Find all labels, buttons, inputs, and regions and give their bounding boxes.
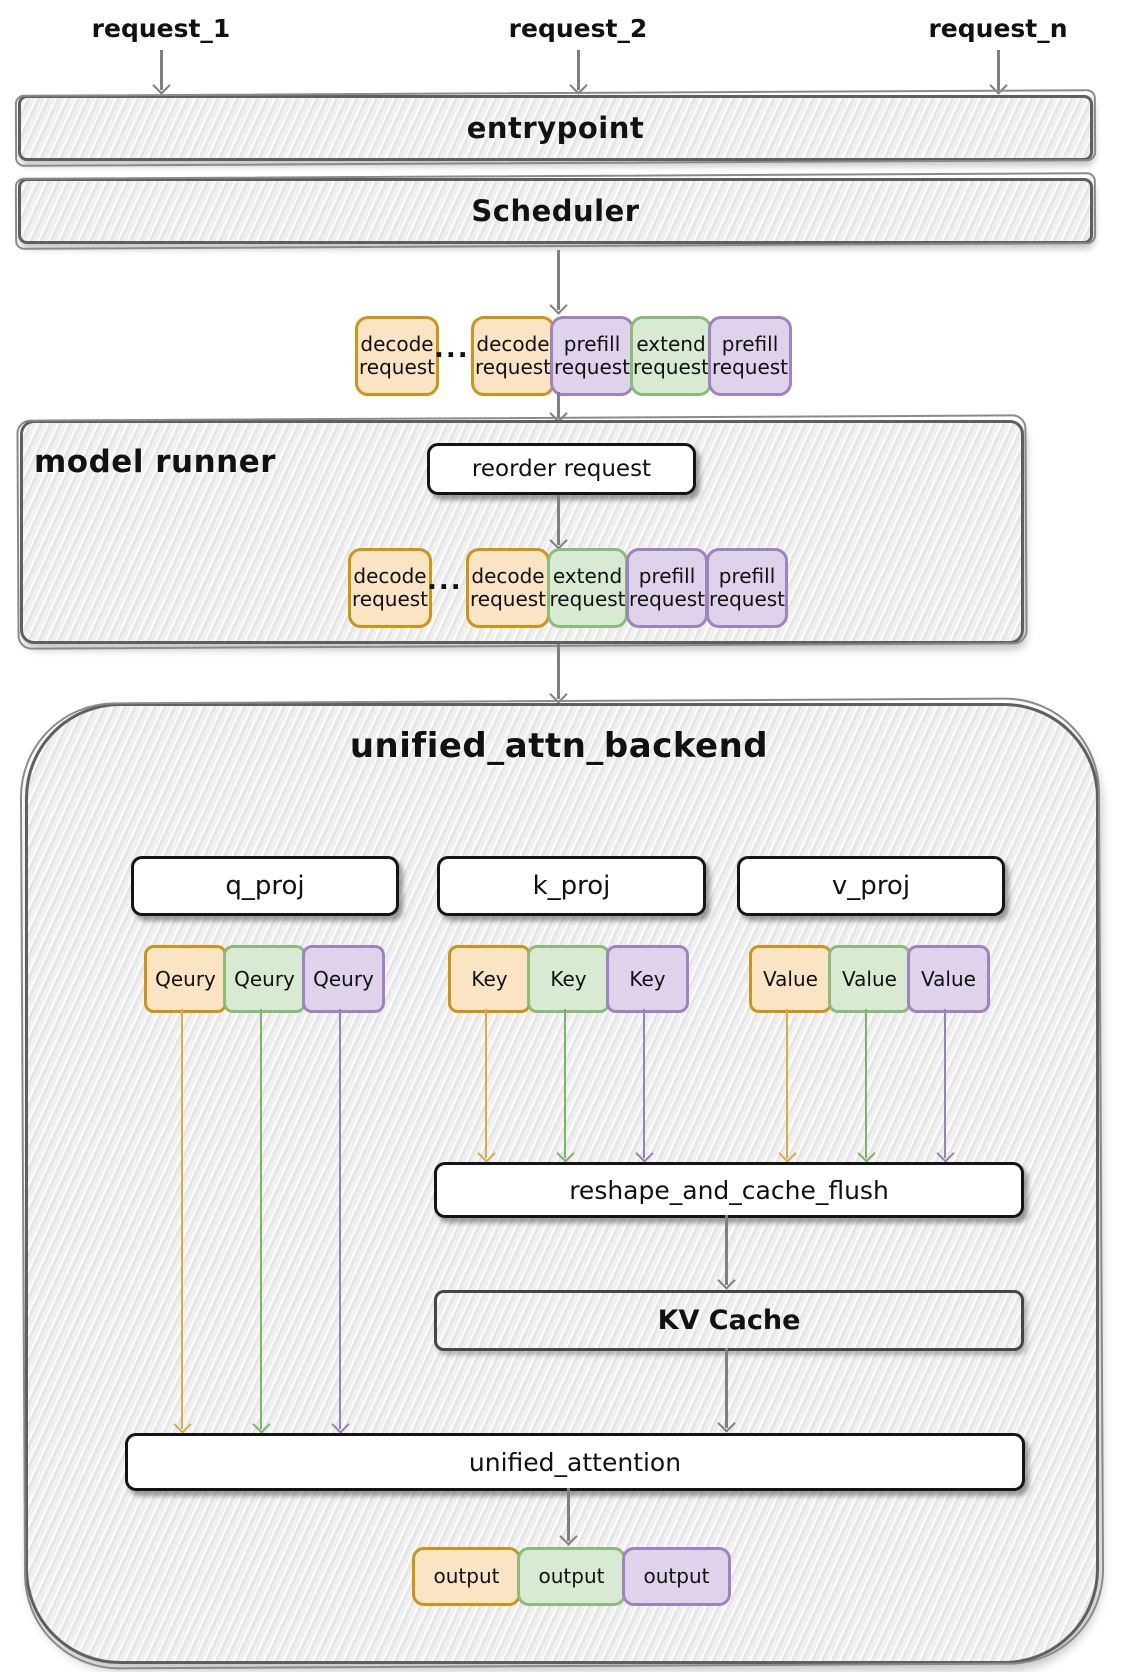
q-proj-box: q_proj bbox=[131, 856, 399, 916]
queue2-chip-prefill-2: prefill request bbox=[706, 548, 788, 628]
arrow-kvcache-to-attention bbox=[725, 1348, 728, 1428]
output-chip-3: output bbox=[622, 1547, 731, 1606]
arrow-request-n bbox=[997, 50, 1000, 90]
queue2-chip-decode-1: decode request bbox=[348, 548, 432, 628]
query-chip-3: Qeury bbox=[302, 945, 385, 1013]
value-chip-3: Value bbox=[907, 945, 990, 1013]
unified-attention-box: unified_attention bbox=[125, 1433, 1025, 1491]
output-chip-2: output bbox=[517, 1547, 626, 1606]
query-chip-2: Qeury bbox=[223, 945, 306, 1013]
chip-line: prefill bbox=[638, 564, 696, 588]
v-proj-box: v_proj bbox=[737, 856, 1005, 916]
arrow-value-2 bbox=[865, 1009, 867, 1158]
chip-line: request bbox=[469, 587, 547, 611]
chip-line: decode bbox=[471, 564, 545, 588]
arrow-key-2 bbox=[564, 1009, 566, 1158]
queue1-chip-prefill-1: prefill request bbox=[550, 316, 634, 396]
chip-line: request bbox=[553, 355, 631, 379]
reshape-and-cache-flush-box: reshape_and_cache_flush bbox=[434, 1162, 1024, 1218]
queue1-chip-extend: extend request bbox=[630, 316, 712, 396]
chip-line: request bbox=[632, 355, 710, 379]
chip-line: decode bbox=[476, 332, 550, 356]
chip-line: request bbox=[711, 355, 789, 379]
arrow-model-runner-to-backend bbox=[557, 644, 560, 699]
queue2-chip-extend: extend request bbox=[547, 548, 628, 628]
value-chip-2: Value bbox=[828, 945, 911, 1013]
arrow-query-2 bbox=[260, 1009, 262, 1429]
scheduler-label: Scheduler bbox=[471, 194, 640, 228]
request-n-label: request_n bbox=[928, 14, 1068, 43]
chip-line: decode bbox=[360, 332, 434, 356]
entrypoint-bar: entrypoint bbox=[18, 95, 1093, 161]
key-chip-2: Key bbox=[527, 945, 610, 1013]
arrow-query-3 bbox=[339, 1009, 341, 1429]
value-chip-1: Value bbox=[749, 945, 832, 1013]
arrow-queue-to-model-runner bbox=[557, 392, 560, 418]
arrow-key-3 bbox=[643, 1009, 645, 1158]
kv-cache-box: KV Cache bbox=[434, 1290, 1024, 1351]
arrow-value-1 bbox=[786, 1009, 788, 1158]
chip-line: prefill bbox=[718, 564, 776, 588]
model-runner-label: model runner bbox=[34, 444, 277, 480]
chip-line: request bbox=[351, 587, 429, 611]
queue1-chip-decode-2: decode request bbox=[471, 316, 555, 396]
key-chip-3: Key bbox=[606, 945, 689, 1013]
arrow-reorder-to-queue bbox=[557, 495, 560, 545]
chip-line: decode bbox=[353, 564, 427, 588]
k-proj-box: k_proj bbox=[437, 856, 706, 916]
chip-line: request bbox=[549, 587, 626, 611]
queue2-chip-prefill-1: prefill request bbox=[626, 548, 708, 628]
queue2-chip-decode-2: decode request bbox=[466, 548, 550, 628]
chip-line: request bbox=[474, 355, 552, 379]
request-1-label: request_1 bbox=[91, 14, 231, 43]
queue1-chip-prefill-2: prefill request bbox=[708, 316, 792, 396]
arrow-scheduler-to-queue bbox=[557, 250, 560, 310]
arrow-attention-to-outputs bbox=[567, 1488, 570, 1541]
queue2-ellipsis: ... bbox=[427, 566, 463, 596]
arrow-request-1 bbox=[160, 50, 163, 90]
chip-line: request bbox=[628, 587, 706, 611]
chip-line: extend bbox=[636, 332, 706, 356]
query-chip-1: Qeury bbox=[144, 945, 227, 1013]
output-chip-1: output bbox=[412, 1547, 521, 1606]
chip-line: request bbox=[708, 587, 786, 611]
chip-line: extend bbox=[552, 564, 623, 588]
queue1-ellipsis: ... bbox=[434, 334, 470, 364]
key-chip-1: Key bbox=[448, 945, 531, 1013]
arrow-reshape-to-kvcache bbox=[725, 1215, 728, 1285]
arrow-value-3 bbox=[944, 1009, 946, 1158]
arrow-key-1 bbox=[485, 1009, 487, 1158]
reorder-request-box: reorder request bbox=[427, 443, 696, 495]
unified-attn-backend-title: unified_attn_backend bbox=[349, 726, 769, 766]
chip-line: request bbox=[358, 355, 436, 379]
arrow-request-2 bbox=[577, 50, 580, 90]
chip-line: prefill bbox=[721, 332, 779, 356]
arrow-query-1 bbox=[181, 1009, 183, 1429]
request-2-label: request_2 bbox=[508, 14, 648, 43]
scheduler-bar: Scheduler bbox=[18, 178, 1093, 244]
chip-line: prefill bbox=[563, 332, 621, 356]
entrypoint-label: entrypoint bbox=[466, 111, 645, 145]
queue1-chip-decode-1: decode request bbox=[355, 316, 439, 396]
